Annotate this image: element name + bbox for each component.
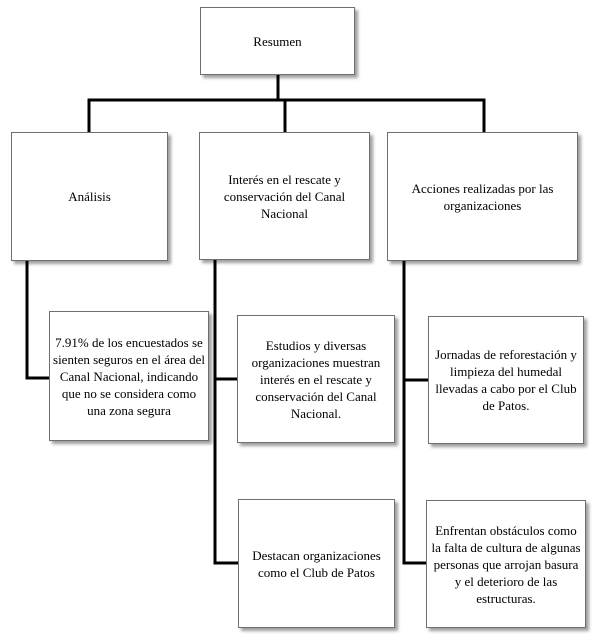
category-node-interes: Interés en el rescate y conservación del…	[199, 132, 370, 260]
detail-node-encuesta-seguridad: 7.91% de los encuestados se sienten segu…	[49, 311, 209, 441]
detail-node-text: Estudios y diversas organizaciones muest…	[251, 337, 381, 421]
detail-node-jornadas-reforestacion: Jornadas de reforestación y limpieza del…	[428, 316, 584, 444]
root-node-label: Resumen	[253, 33, 302, 49]
category-node-label: Acciones realizadas por las organizacion…	[411, 180, 554, 213]
detail-node-text: Destacan organizaciones como el Club de …	[252, 547, 381, 580]
detail-node-estudios-organizaciones: Estudios y diversas organizaciones muest…	[237, 315, 395, 443]
category-node-analisis: Análisis	[11, 132, 168, 261]
category-node-label: Interés en el rescate y conservación del…	[223, 171, 346, 221]
category-node-label: Análisis	[68, 189, 111, 204]
detail-node-club-de-patos: Destacan organizaciones como el Club de …	[238, 499, 395, 628]
detail-node-text: Enfrentan obstáculos como la falta de cu…	[431, 522, 581, 606]
category-node-acciones: Acciones realizadas por las organizacion…	[387, 132, 578, 261]
detail-node-text: 7.91% de los encuestados se sienten segu…	[53, 334, 205, 418]
root-node: Resumen	[200, 7, 355, 75]
detail-node-obstaculos: Enfrentan obstáculos como la falta de cu…	[426, 500, 586, 628]
detail-node-text: Jornadas de reforestación y limpieza del…	[435, 347, 577, 413]
